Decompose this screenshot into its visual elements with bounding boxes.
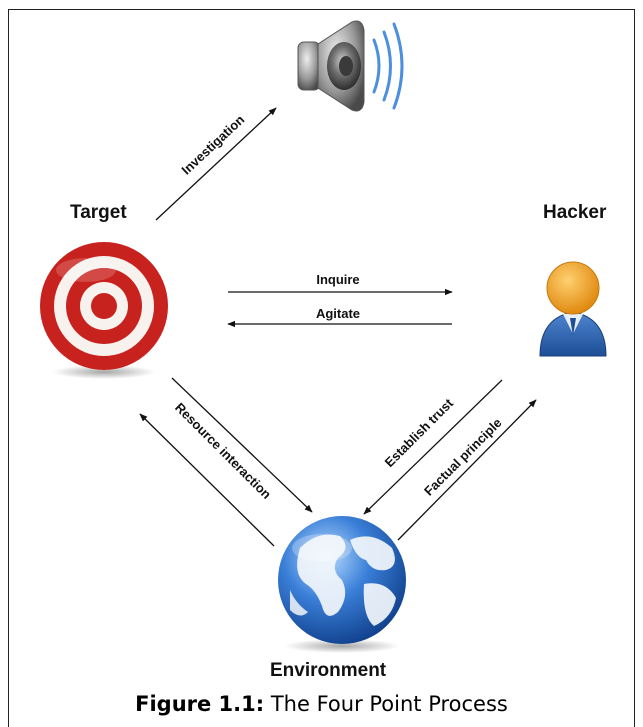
four-point-diagram: Investigation Inquire Agitate Resource i… xyxy=(40,20,607,653)
environment-label: Environment xyxy=(270,660,387,681)
establish-trust-arrow xyxy=(363,379,503,515)
investigation-arrow xyxy=(155,107,277,221)
figure-number: Figure 1.1: xyxy=(135,692,265,716)
target-to-environment-arrow xyxy=(171,377,313,513)
agitate-label: Agitate xyxy=(316,306,360,321)
speaker-icon xyxy=(297,20,404,112)
inquire-label: Inquire xyxy=(316,272,359,287)
target-icon xyxy=(40,242,168,379)
user-icon xyxy=(539,261,607,357)
figure-caption: Figure 1.1: The Four Point Process xyxy=(0,692,643,716)
globe-icon xyxy=(278,516,406,653)
resource-interaction-arrow xyxy=(139,413,275,547)
resource-interaction-label: Resource interaction xyxy=(172,400,274,502)
figure-frame xyxy=(8,9,635,727)
hacker-label: Hacker xyxy=(543,202,607,223)
target-label: Target xyxy=(70,202,127,223)
establish-trust-label: Establish trust xyxy=(382,395,457,470)
factual-principle-arrow xyxy=(397,399,537,541)
figure-title: The Four Point Process xyxy=(264,692,508,716)
